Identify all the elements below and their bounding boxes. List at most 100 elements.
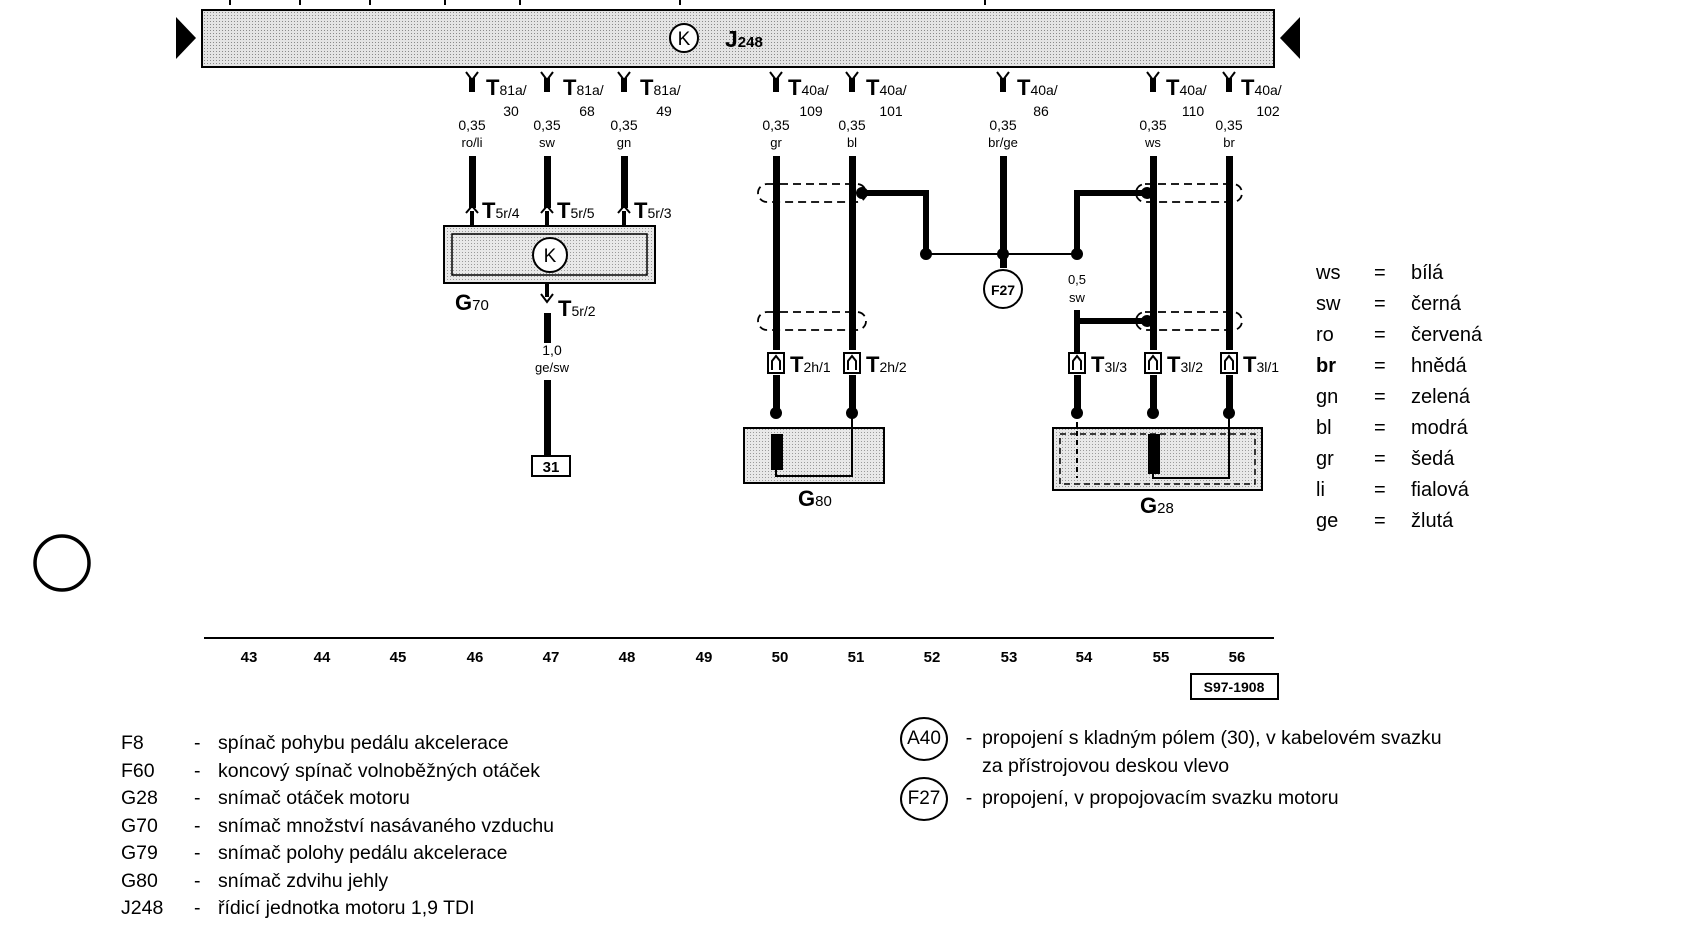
svg-text:sw: sw [1069, 290, 1086, 305]
svg-text:0,35: 0,35 [762, 117, 789, 133]
svg-text:gr: gr [770, 135, 782, 150]
svg-text:T3l/3: T3l/3 [1091, 352, 1127, 377]
svg-text:T81a/: T81a/ [563, 75, 604, 100]
svg-text:T40a/: T40a/ [866, 75, 907, 100]
svg-text:0,35: 0,35 [610, 117, 637, 133]
legend-row: ro=červená [1316, 324, 1483, 346]
g70-pin-2: T5r/5 [557, 198, 595, 223]
wire-ws [1150, 156, 1157, 350]
svg-text:46: 46 [467, 649, 484, 666]
svg-text:T81a/: T81a/ [486, 75, 527, 100]
list-item: G80-snímač zdvihu jehly [121, 869, 389, 892]
svg-text:49: 49 [656, 103, 672, 119]
svg-text:102: 102 [1256, 103, 1280, 119]
connector-t40a-86: T40a/ 86 [996, 71, 1058, 119]
right-continuation-arrow-icon [1280, 17, 1300, 59]
svg-text:T3l/1: T3l/1 [1243, 352, 1279, 377]
svg-text:54: 54 [1076, 649, 1093, 666]
svg-text:K: K [544, 246, 557, 267]
svg-text:109: 109 [799, 103, 823, 119]
svg-text:101: 101 [879, 103, 903, 119]
svg-text:51: 51 [848, 649, 865, 666]
svg-text:0,35: 0,35 [1215, 117, 1242, 133]
wire-labels: 0,35 ro/li 0,35 sw 0,35 gn 0,35 gr 0,35 … [458, 117, 1242, 150]
legend-row: sw=černá [1316, 293, 1462, 315]
track-numbers: 43 44 45 46 47 48 49 50 51 52 53 54 55 5… [241, 649, 1246, 666]
svg-text:ro/li: ro/li [462, 135, 483, 150]
svg-text:55: 55 [1153, 649, 1170, 666]
f27-label: F27 [991, 282, 1015, 298]
connector-t81a-68: T81a/ 68 [540, 71, 604, 119]
wire-color-legend: ws=bílá sw=černá ro=červená br=hnědá gn=… [1316, 258, 1482, 537]
svg-text:68: 68 [579, 103, 595, 119]
svg-text:47: 47 [543, 649, 560, 666]
g28-label: G28 [1140, 493, 1174, 518]
svg-text:br/ge: br/ge [988, 135, 1018, 150]
punch-hole-marker [33, 534, 91, 592]
list-item: G70-snímač množství nasávaného vzduchu [121, 814, 555, 837]
plug-t2h-1 [767, 352, 785, 374]
k-symbol: K [678, 29, 691, 50]
g70-pin-bottom: T5r/2 [558, 296, 596, 321]
wire-gr [773, 156, 780, 350]
svg-text:0,35: 0,35 [838, 117, 865, 133]
connector-t40a-101: T40a/ 101 [845, 71, 907, 119]
svg-text:T81a/: T81a/ [640, 75, 681, 100]
legend-row: br=hnědá [1316, 355, 1467, 377]
plug-t3l-2 [1144, 352, 1162, 374]
wires [469, 156, 1233, 458]
svg-text:0,35: 0,35 [989, 117, 1016, 133]
svg-text:1,0: 1,0 [542, 342, 562, 358]
plug-t3l-3 [1068, 352, 1086, 374]
list-item: F60-koncový spínač volnoběžných otáček [121, 759, 540, 782]
svg-text:52: 52 [924, 649, 941, 666]
svg-text:30: 30 [503, 103, 519, 119]
list-item: A40 - propojení s kladným pólem (30), v … [900, 717, 1582, 780]
svg-text:T40a/: T40a/ [788, 75, 829, 100]
connector-t81a-49: T81a/ 49 [617, 71, 681, 119]
shield-nodes [856, 187, 1153, 327]
svg-text:31: 31 [543, 459, 560, 476]
control-unit-label: J248 [725, 26, 763, 52]
svg-text:T2h/2: T2h/2 [866, 352, 907, 377]
component-g80: G80 [743, 413, 885, 511]
g70-k-icon [532, 237, 568, 273]
component-list: F8-spínač pohybu pedálu akcelerace F60-k… [121, 730, 554, 923]
svg-text:0,5: 0,5 [1068, 272, 1086, 287]
svg-text:bl: bl [847, 135, 857, 150]
list-item: J248-řídicí jednotka motoru 1,9 TDI [121, 897, 475, 919]
wire-sw [544, 156, 551, 208]
g70-pin-3: T5r/3 [634, 198, 672, 223]
svg-text:br: br [1223, 135, 1235, 150]
wire-bl [849, 156, 856, 350]
svg-text:45: 45 [390, 649, 407, 666]
wire-gn [621, 156, 628, 208]
list-item: G79-snímač polohy pedálu akcelerace [121, 842, 508, 864]
list-item: F8-spínač pohybu pedálu akcelerace [121, 732, 509, 754]
svg-text:gn: gn [617, 135, 631, 150]
wire-br [1226, 156, 1233, 350]
list-item: F27 - propojení, v propojovacím svazku m… [900, 777, 1582, 821]
legend-row: gr=šedá [1316, 448, 1455, 470]
left-continuation-arrow-icon [176, 17, 196, 59]
svg-text:T3l/2: T3l/2 [1167, 352, 1203, 377]
connector-t81a-30: T81a/ 30 [465, 71, 527, 119]
legend-row: li=fialová [1316, 479, 1469, 501]
svg-text:48: 48 [619, 649, 636, 666]
svg-text:T40a/: T40a/ [1241, 75, 1282, 100]
connection-f27-icon: F27 [900, 777, 948, 821]
legend-row: bl=modrá [1316, 417, 1468, 439]
svg-text:0,35: 0,35 [458, 117, 485, 133]
connection-list: A40 - propojení s kladným pólem (30), v … [900, 717, 1582, 826]
svg-text:86: 86 [1033, 103, 1049, 119]
component-g70: K T5r/4 T5r/5 T5r/3 T5r/2 G70 [443, 198, 672, 321]
svg-text:T40a/: T40a/ [1166, 75, 1207, 100]
svg-text:44: 44 [314, 649, 331, 666]
svg-text:0,35: 0,35 [1139, 117, 1166, 133]
legend-row: gn=zelená [1316, 386, 1470, 408]
connector-t40a-109: T40a/ 109 [769, 71, 829, 119]
svg-text:53: 53 [1001, 649, 1018, 666]
control-unit-j248: K J248 [176, 9, 1300, 68]
top-connectors: T81a/ 30 T81a/ 68 T81a/ 49 T40a/ 109 T40… [465, 71, 1282, 119]
svg-text:ge/sw: ge/sw [535, 360, 570, 375]
